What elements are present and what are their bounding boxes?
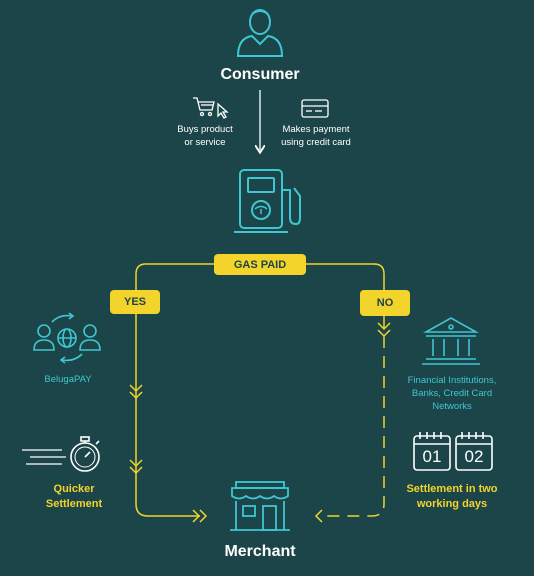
two-day-settlement-text: Settlement in two working days xyxy=(394,482,510,512)
calendar-day-one-icon xyxy=(413,432,451,471)
yes-path-arrows xyxy=(129,384,208,523)
no-badge: NO xyxy=(360,290,410,316)
yes-badge: YES xyxy=(110,290,160,314)
financial-institutions-text: Financial Institutions, Banks, Credit Ca… xyxy=(396,374,508,413)
bank-icon xyxy=(422,317,480,365)
consumer-person-icon xyxy=(236,9,284,57)
belugapay-exchange-icon xyxy=(33,312,101,364)
shopping-cart-icon xyxy=(193,97,229,119)
quicker-settlement-line2: Settlement xyxy=(45,498,103,510)
pay-step-line1: Makes payment xyxy=(282,124,350,135)
no-path-arrows xyxy=(314,322,391,523)
store-icon xyxy=(230,481,290,531)
financial-institutions-line3: Networks xyxy=(432,401,472,412)
gas-pump-icon xyxy=(234,169,301,233)
calendar-day-one-label: 01 xyxy=(422,447,442,466)
calendar-day-two-label: 02 xyxy=(464,447,484,466)
gas-paid-badge: GAS PAID xyxy=(214,254,306,275)
pay-step-text: Makes payment using credit card xyxy=(268,123,364,149)
consumer-label: Consumer xyxy=(220,66,300,83)
quicker-settlement-line1: Quicker xyxy=(53,483,95,495)
stopwatch-icon xyxy=(22,436,100,472)
branch-lines xyxy=(135,263,385,517)
two-day-settlement-line1: Settlement in two xyxy=(406,483,498,495)
merchant-label: Merchant xyxy=(224,543,296,560)
financial-institutions-line1: Financial Institutions, xyxy=(407,375,497,386)
quicker-settlement-text: Quicker Settlement xyxy=(24,482,124,512)
belugapay-label: BelugaPAY xyxy=(44,374,92,385)
pay-step-line2: using credit card xyxy=(281,137,351,148)
buy-step-text: Buys product or service xyxy=(160,123,250,149)
buy-step-line1: Buys product xyxy=(177,124,233,135)
financial-institutions-line2: Banks, Credit Card xyxy=(411,388,493,399)
credit-card-icon xyxy=(301,99,329,118)
calendar-day-two-icon xyxy=(455,432,493,471)
two-day-settlement-line2: working days xyxy=(416,498,488,510)
buy-step-line2: or service xyxy=(184,137,226,148)
